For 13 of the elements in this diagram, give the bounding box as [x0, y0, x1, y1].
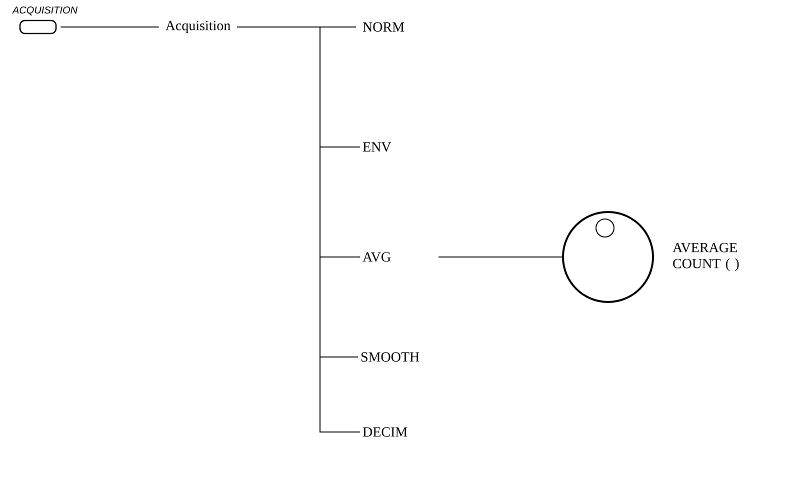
menu-item: NORM: [362, 22, 404, 32]
menu-item: ENV: [362, 142, 392, 152]
menu-item: SMOOTH: [361, 352, 420, 362]
button: ACQUISITION: [12, 6, 78, 34]
connector-line: [236, 26, 360, 432]
knob-label: AVERAGE COUNT ( ): [672, 242, 739, 272]
menu-item: DECIM: [362, 427, 408, 437]
menu-item: AVG: [362, 252, 391, 262]
connector-line: [438, 256, 562, 258]
connector-line: [60, 26, 160, 28]
menu-item: Acquisition: [165, 20, 230, 34]
knob: [562, 211, 654, 303]
node-label: ACQUISITION: [12, 6, 78, 16]
